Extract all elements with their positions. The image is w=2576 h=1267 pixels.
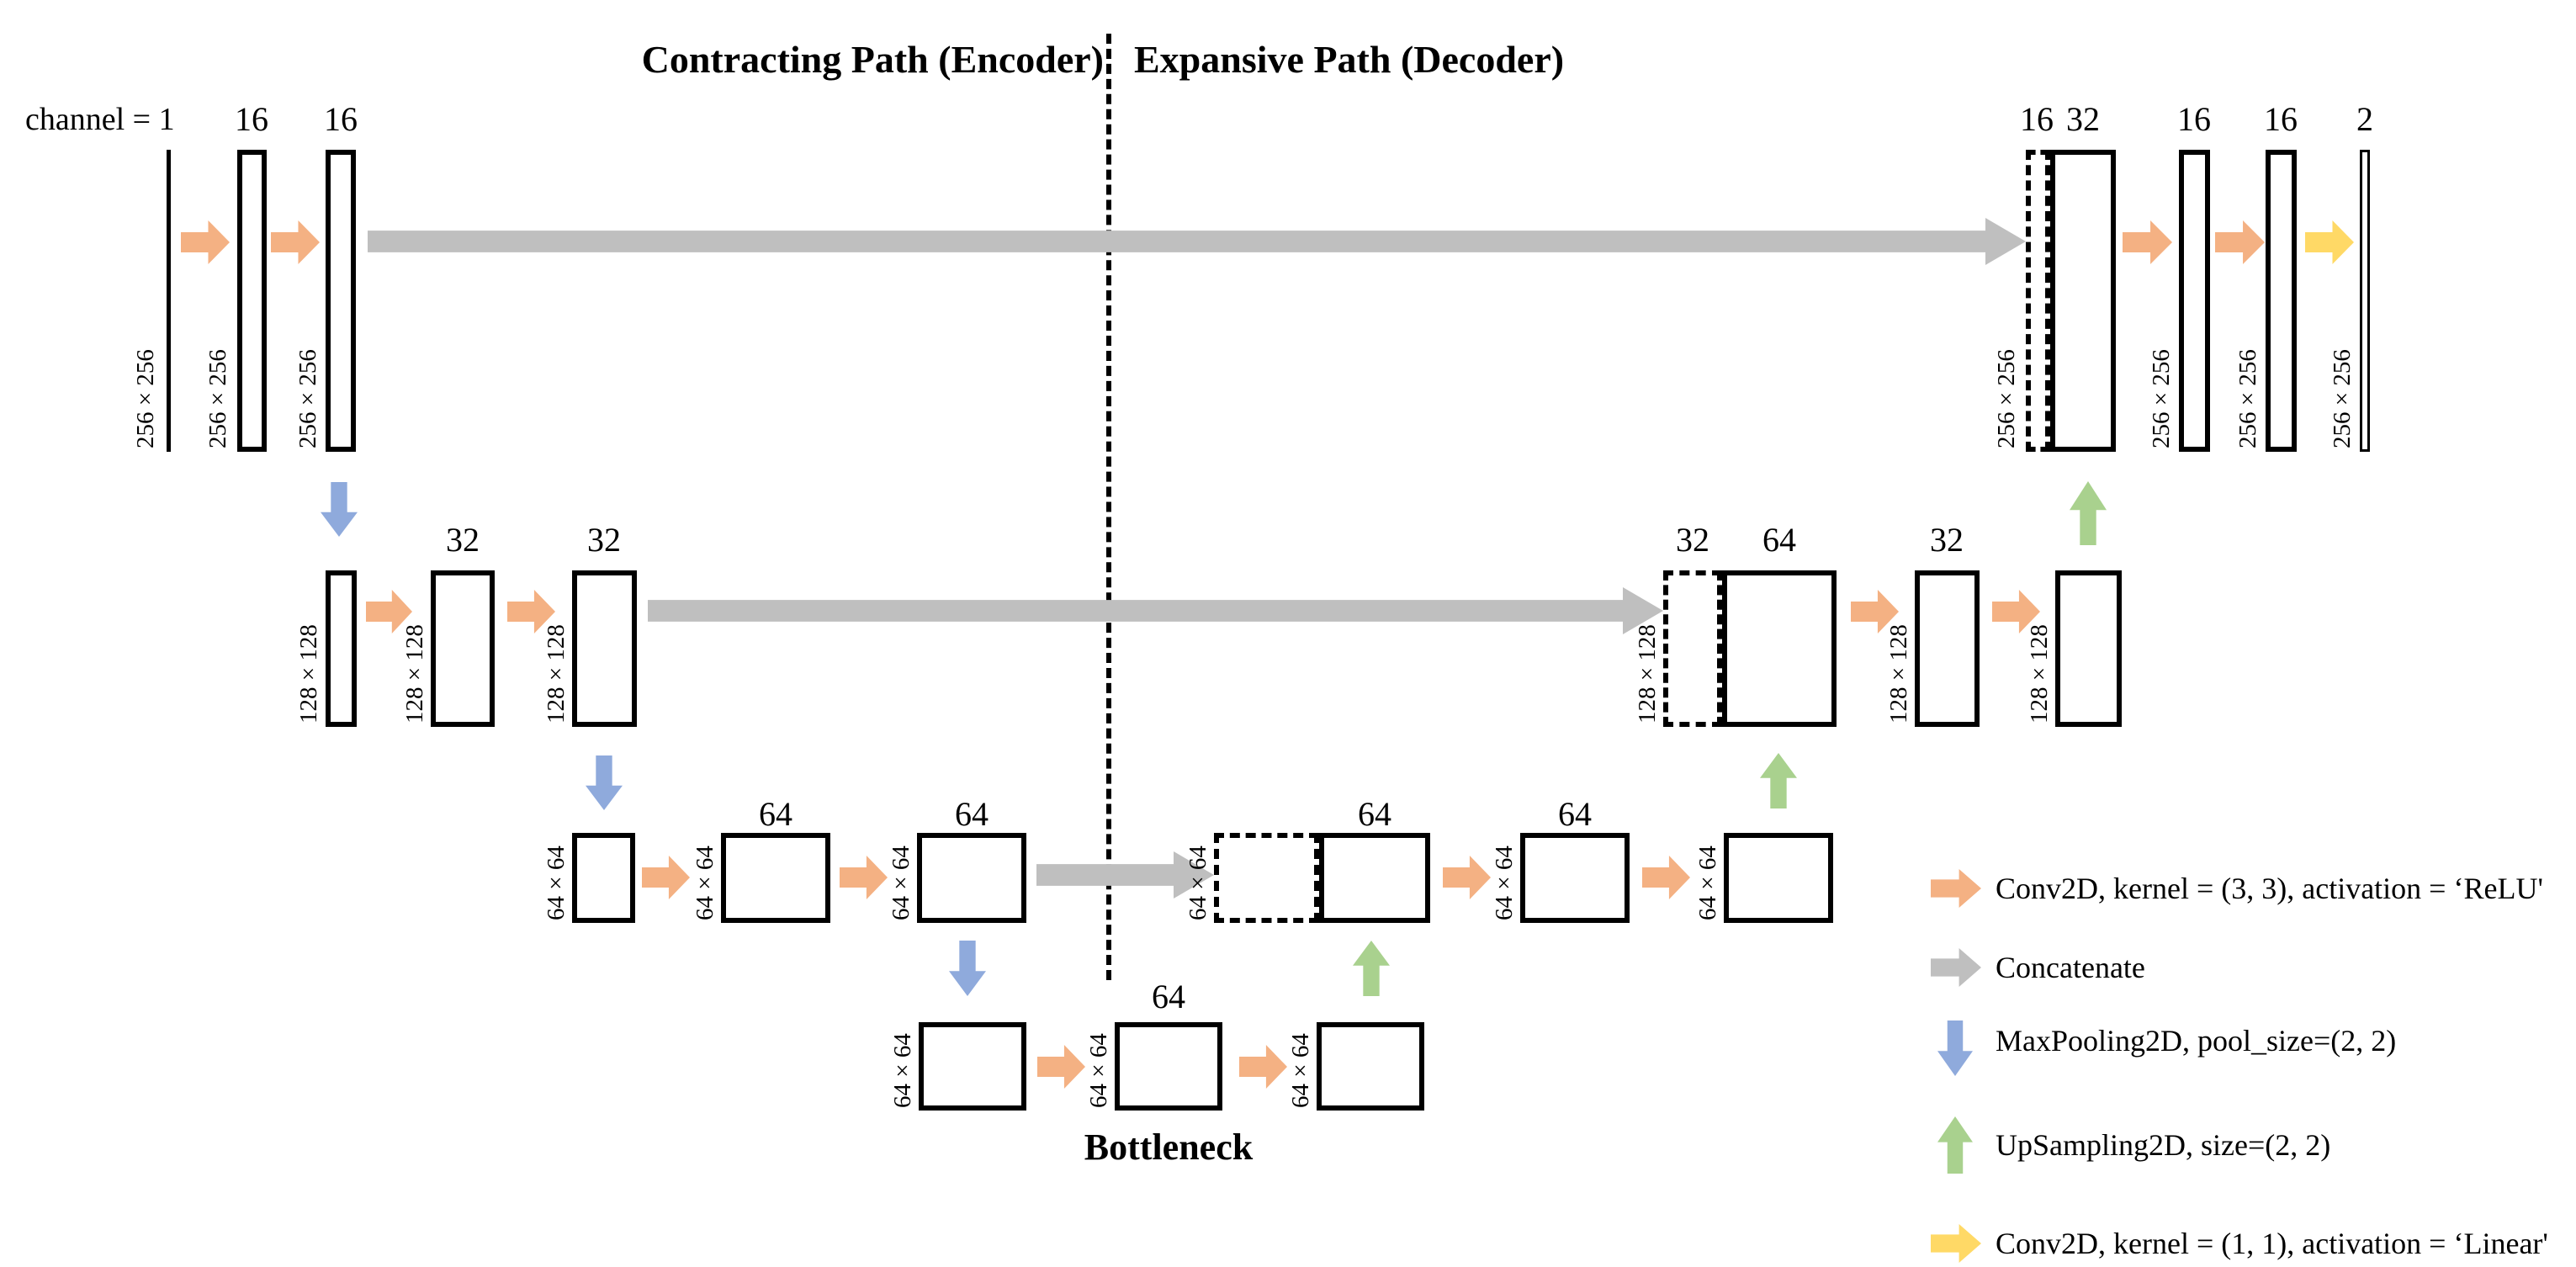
conv-linear-legend-label: Conv2D, kernel = (1, 1), activation = ‘L… bbox=[1996, 1227, 2548, 1260]
dec1-conv1-block bbox=[2179, 150, 2210, 452]
upsample-legend-label: UpSampling2D, size=(2, 2) bbox=[1996, 1128, 2331, 1162]
dec1-conv2-block bbox=[2266, 150, 2297, 452]
bottleneck-conv2-block bbox=[1317, 1022, 1424, 1111]
output-layer-block bbox=[2360, 150, 2370, 452]
enc3-conv2-block bbox=[917, 833, 1026, 923]
size-label: 256 × 256 bbox=[1993, 349, 2020, 448]
conv2d-arrow bbox=[181, 220, 230, 264]
upsample-arrow bbox=[1353, 941, 1390, 996]
channel-count-label: 32 bbox=[587, 521, 621, 559]
size-label: 128 × 128 bbox=[1885, 624, 1912, 724]
conv2d-arrow bbox=[1443, 856, 1491, 899]
enc3-input-block bbox=[572, 833, 635, 923]
conv-relu-legend-label: Conv2D, kernel = (3, 3), activation = ‘R… bbox=[1996, 872, 2543, 905]
size-label: 64 × 64 bbox=[692, 846, 718, 920]
size-label: 128 × 128 bbox=[543, 624, 570, 724]
maxpool-arrow bbox=[949, 941, 986, 996]
input-layer-line bbox=[167, 150, 171, 452]
conv2d-1x1-arrow bbox=[2305, 220, 2354, 264]
concatenate-arrow bbox=[648, 587, 1663, 634]
conv-relu-legend-icon bbox=[1931, 869, 1981, 908]
dec3-conv2-block bbox=[1724, 833, 1833, 923]
size-label: 128 × 128 bbox=[2026, 624, 2053, 724]
size-label: 256 × 256 bbox=[2234, 349, 2261, 448]
dec2-skip-concat-block bbox=[1663, 570, 1722, 727]
bottleneck-label: Bottleneck bbox=[1084, 1127, 1254, 1168]
channel-count-label: 16 bbox=[2264, 100, 2298, 138]
bottleneck-input-block bbox=[919, 1022, 1026, 1111]
conv2d-arrow bbox=[1037, 1045, 1085, 1089]
dec1-skip-concat-block bbox=[2026, 150, 2050, 452]
size-label: 64 × 64 bbox=[1491, 846, 1518, 920]
channel-count-label: 2 bbox=[2356, 100, 2373, 138]
conv2d-arrow bbox=[1642, 856, 1690, 899]
channel-count-label: 32 bbox=[1930, 521, 1964, 559]
channel-count-label: 64 bbox=[759, 795, 792, 833]
size-label: 64 × 64 bbox=[543, 846, 570, 920]
channel-count-label: 16 bbox=[2177, 100, 2211, 138]
conv2d-arrow bbox=[2215, 220, 2265, 264]
upsample-arrow bbox=[1760, 753, 1797, 808]
enc1-conv2-block bbox=[326, 150, 356, 452]
dec2-upsampled-block bbox=[1722, 570, 1837, 727]
conv2d-arrow bbox=[2123, 220, 2172, 264]
channel-count-label: 64 bbox=[1358, 795, 1391, 833]
size-label: 64 × 64 bbox=[888, 846, 914, 920]
conv-linear-legend-icon bbox=[1931, 1224, 1981, 1263]
channel-count-label: 64 bbox=[955, 795, 989, 833]
enc3-conv1-block bbox=[721, 833, 830, 923]
size-label: 64 × 64 bbox=[1287, 1033, 1314, 1108]
conv2d-arrow bbox=[1239, 1045, 1287, 1089]
channel-count-label: 16 bbox=[235, 100, 268, 138]
channel-count-label: 16 bbox=[2020, 100, 2054, 138]
maxpool-legend-icon bbox=[1937, 1020, 1973, 1076]
enc1-conv1-block bbox=[237, 150, 267, 452]
enc2-conv1-block bbox=[431, 570, 495, 727]
upsample-legend-icon bbox=[1937, 1116, 1973, 1174]
dec2-conv1-block bbox=[1915, 570, 1980, 727]
size-label: 64 × 64 bbox=[1185, 846, 1211, 920]
dec1-upsampled-block bbox=[2050, 150, 2116, 452]
bottleneck-conv1-block bbox=[1115, 1022, 1222, 1111]
size-label: 64 × 64 bbox=[889, 1033, 916, 1108]
decoder-title: Expansive Path (Decoder) bbox=[1134, 38, 1565, 81]
size-label: 128 × 128 bbox=[401, 624, 428, 724]
size-label: 256 × 256 bbox=[294, 349, 321, 448]
dec3-upsampled-block bbox=[1319, 833, 1430, 923]
upsample-arrow bbox=[2070, 481, 2107, 545]
size-label: 256 × 256 bbox=[2148, 349, 2175, 448]
concatenate-legend-label: Concatenate bbox=[1996, 951, 2145, 984]
size-label: 256 × 256 bbox=[2329, 349, 2356, 448]
concatenate-arrow bbox=[368, 218, 2026, 265]
channel-count-label: 32 bbox=[2066, 100, 2100, 138]
size-label: 64 × 64 bbox=[1694, 846, 1721, 920]
dec3-skip-concat-block bbox=[1214, 833, 1319, 923]
conv2d-arrow bbox=[642, 856, 690, 899]
channel-count-label: 32 bbox=[1676, 521, 1709, 559]
maxpool-arrow bbox=[586, 755, 623, 810]
size-label: 256 × 256 bbox=[132, 349, 159, 448]
channel-count-label: 64 bbox=[1762, 521, 1796, 559]
encoder-decoder-divider-line bbox=[1106, 34, 1111, 980]
conv2d-arrow bbox=[840, 856, 888, 899]
channel-count-label: 64 bbox=[1558, 795, 1592, 833]
channel-count-label: 64 bbox=[1152, 978, 1185, 1015]
enc2-conv2-block bbox=[572, 570, 637, 727]
concatenate-legend-icon bbox=[1931, 948, 1981, 987]
input-channel-label: channel = 1 bbox=[25, 102, 175, 137]
maxpool-arrow bbox=[321, 482, 358, 537]
dec3-conv1-block bbox=[1520, 833, 1630, 923]
channel-count-label: 16 bbox=[324, 100, 358, 138]
maxpool-legend-label: MaxPooling2D, pool_size=(2, 2) bbox=[1996, 1024, 2397, 1058]
conv2d-arrow bbox=[271, 220, 320, 264]
channel-count-label: 32 bbox=[446, 521, 480, 559]
size-label: 128 × 128 bbox=[1634, 624, 1661, 724]
size-label: 256 × 256 bbox=[204, 349, 231, 448]
encoder-title: Contracting Path (Encoder) bbox=[641, 38, 1104, 81]
size-label: 64 × 64 bbox=[1085, 1033, 1112, 1108]
enc2-input-block bbox=[326, 570, 357, 727]
size-label: 128 × 128 bbox=[295, 624, 322, 724]
dec2-conv2-block bbox=[2055, 570, 2122, 727]
